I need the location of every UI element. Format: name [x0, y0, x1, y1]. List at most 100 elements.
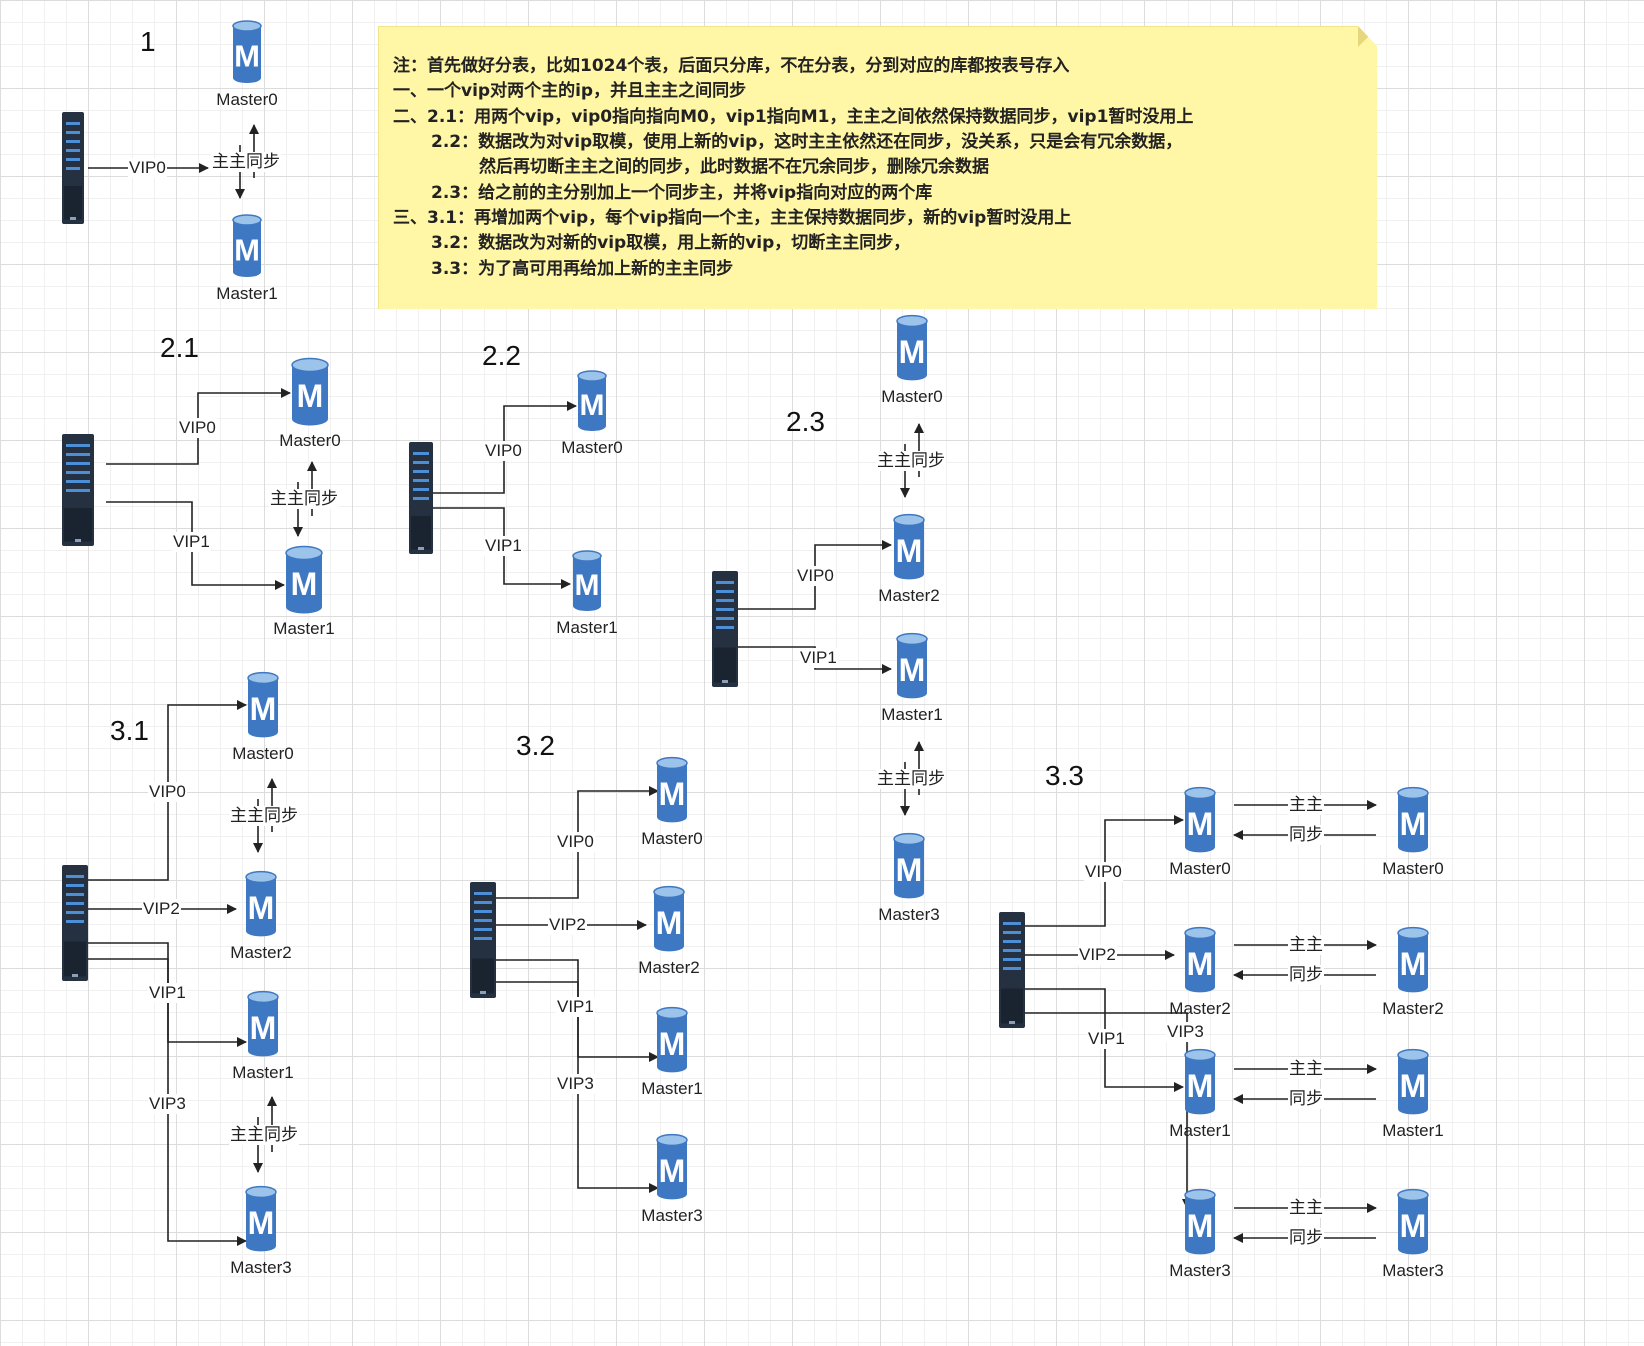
db-label: Master2: [1382, 999, 1444, 1018]
db-letter: M: [659, 776, 686, 812]
vip-label: VIP0: [178, 418, 217, 438]
vip-label: VIP3: [1166, 1022, 1205, 1042]
note-line: 然后再切断主主之间的同步，此时数据不在冗余同步，删除冗余数据: [479, 157, 989, 177]
sync-label-bottom: 同步: [1288, 965, 1324, 985]
database-icon: M: [656, 756, 688, 823]
note-line: 一、一个vip对两个主的ip，并且主主之间同步: [393, 81, 747, 101]
vip-label: VIP0: [796, 566, 835, 586]
db-label: Master0: [641, 829, 703, 848]
vip-label: VIP0: [1084, 862, 1123, 882]
db-label: Master1: [273, 619, 335, 638]
db-label: Master1: [216, 284, 278, 303]
vip-label: VIP1: [148, 983, 187, 1003]
note-line: 3.2：数据改为对新的vip取模，用上新的vip，切断主主同步，: [431, 233, 911, 253]
database-icon: M: [577, 370, 607, 432]
db-label: Master0: [216, 90, 278, 109]
sync-label-top: 主主: [1288, 1198, 1324, 1218]
db-label: Master0: [279, 431, 341, 450]
db-letter: M: [250, 1010, 277, 1046]
db-letter: M: [896, 533, 923, 569]
db-letter: M: [659, 1153, 686, 1189]
db-letter: M: [291, 566, 318, 602]
db-letter: M: [896, 852, 923, 888]
db-label: Master2: [1169, 999, 1231, 1018]
db-letter: M: [1400, 806, 1427, 842]
database-icon: M: [232, 20, 262, 84]
sync-label-top: 主主: [1288, 935, 1324, 955]
db-label: Master0: [232, 744, 294, 763]
db-letter: M: [297, 378, 324, 414]
vip-label: VIP1: [172, 532, 211, 552]
vip-label: VIP0: [484, 441, 523, 461]
section-number: 1: [140, 26, 156, 57]
database-icon: M: [896, 314, 928, 381]
db-label: Master1: [1169, 1121, 1231, 1140]
db-letter: M: [248, 890, 275, 926]
db-label: Master0: [1382, 859, 1444, 878]
database-icon: M: [893, 832, 925, 899]
db-label: Master1: [556, 618, 618, 637]
db-letter: M: [580, 389, 605, 422]
database-icon: M: [893, 513, 925, 580]
database-icon: M: [1184, 1188, 1216, 1255]
sync-label: 主主同步: [211, 151, 281, 172]
vip-label: VIP1: [799, 648, 838, 668]
sync-label: 主主同步: [269, 489, 339, 509]
db-letter: M: [1187, 806, 1214, 842]
db-label: Master0: [561, 438, 623, 457]
sync-label-top: 主主: [1288, 1059, 1324, 1079]
database-icon: M: [247, 671, 279, 738]
db-letter: M: [1187, 946, 1214, 982]
vip-label: VIP2: [1078, 945, 1117, 965]
db-label: Master3: [1169, 1261, 1231, 1280]
db-label: Master1: [232, 1063, 294, 1082]
sync-label: 主主同步: [876, 450, 946, 471]
db-letter: M: [1400, 946, 1427, 982]
vip-label: VIP2: [548, 915, 587, 935]
section-number: 2.3: [786, 406, 825, 437]
note-line: 2.3：给之前的主分别加上一个同步主，并将vip指向对应的两个库: [431, 183, 933, 203]
db-label: Master1: [641, 1079, 703, 1098]
note-line: 三、3.1：再增加两个vip，每个vip指向一个主，主主保持数据同步，新的vip…: [393, 208, 1072, 228]
database-icon: M: [285, 545, 323, 614]
db-label: Master1: [1382, 1121, 1444, 1140]
db-letter: M: [234, 39, 260, 74]
vip-label: VIP1: [1087, 1029, 1126, 1049]
note-line: 注：首先做好分表，比如1024个表，后面只分库，不在分表，分到对应的库都按表号存…: [393, 56, 1070, 76]
sync-label: 主主同步: [876, 768, 946, 789]
vip-label: VIP3: [556, 1074, 595, 1094]
connector-line: [1025, 1012, 1192, 1209]
db-letter: M: [234, 233, 260, 268]
section-number: 3.2: [516, 730, 555, 761]
database-icon: M: [1397, 926, 1429, 993]
vip-label: VIP1: [484, 536, 523, 556]
db-label: Master2: [878, 586, 940, 605]
vip-label: VIP1: [556, 997, 595, 1017]
server-icon: [62, 434, 94, 546]
vip-label: VIP0: [556, 832, 595, 852]
vip-label: VIP3: [148, 1094, 187, 1114]
section-number: 2.1: [160, 332, 199, 363]
sync-label-bottom: 同步: [1288, 1228, 1324, 1248]
sync-label: 主主同步: [229, 1124, 299, 1145]
server-icon: [470, 882, 496, 998]
db-letter: M: [575, 569, 600, 602]
vip-label: VIP0: [128, 158, 167, 178]
sync-label-bottom: 同步: [1288, 1089, 1324, 1109]
db-letter: M: [248, 1205, 275, 1241]
db-label: Master0: [1169, 859, 1231, 878]
database-icon: M: [896, 632, 928, 699]
db-label: Master2: [638, 958, 700, 977]
database-icon: M: [1397, 1188, 1429, 1255]
vip-label: VIP0: [148, 782, 187, 802]
database-icon: M: [1184, 786, 1216, 853]
server-icon: [409, 442, 433, 554]
database-icon: M: [653, 885, 685, 952]
db-label: Master1: [881, 705, 943, 724]
section-number: 3.1: [110, 715, 149, 746]
server-icon: [712, 571, 738, 687]
section-number: 3.3: [1045, 760, 1084, 791]
annotation-note: 注：首先做好分表，比如1024个表，后面只分库，不在分表，分到对应的库都按表号存…: [378, 26, 1377, 309]
database-icon: M: [1397, 786, 1429, 853]
